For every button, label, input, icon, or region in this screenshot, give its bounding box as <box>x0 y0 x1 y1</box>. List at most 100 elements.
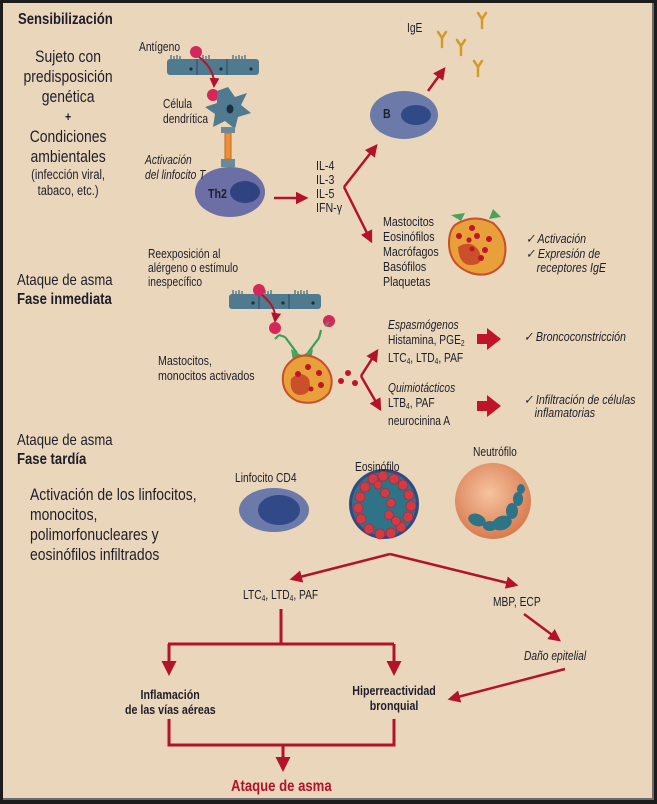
text-fragment: LTB <box>388 395 407 410</box>
cytokine-item: IL-5 <box>316 186 335 201</box>
effector-cell-item: Mastocitos <box>383 214 434 229</box>
text-line: Activación <box>145 153 192 167</box>
t-activation-label: Activación del linfocito T <box>145 153 205 183</box>
subscript: 4 <box>434 357 439 367</box>
cytokine-item: IL-4 <box>316 158 335 173</box>
text-line: Condiciones <box>29 127 107 146</box>
effect-item: Activación <box>537 231 587 246</box>
th2-label: Th2 <box>208 186 227 201</box>
subscript: 4 <box>261 594 266 604</box>
final-outcome-label: Ataque de asma <box>231 778 332 795</box>
late-phase-description: Activación de los linfocitos, monocitos,… <box>30 485 197 565</box>
chemotactics-effect-arrow <box>477 395 501 417</box>
spasmogens-line: LTC4, LTD4, PAF <box>388 351 465 370</box>
antigen-uptake-arrow <box>198 56 220 88</box>
text-fragment: , PAF <box>293 588 319 602</box>
text-line: dendrítica <box>163 112 209 126</box>
bound-allergen-icon <box>269 322 281 334</box>
text-line: monocitos, <box>30 505 98 524</box>
neutrophil-icon <box>455 463 531 539</box>
text-line: Ataque de asma <box>17 272 113 289</box>
neutrophil-label: Neutrófilo <box>473 445 517 459</box>
check-icon: ✓ <box>524 329 533 344</box>
subscript: 2 <box>460 338 465 348</box>
mast-cell-icon <box>447 209 507 276</box>
spasmogens-title: Espasmógenos <box>388 318 459 332</box>
b-cell-label: B <box>383 106 391 121</box>
lipid-mediators-label: LTC4, LTD4, PAF <box>243 589 318 603</box>
text-fragment: Histamina, PGE <box>388 332 461 347</box>
section-title-sensitization: Sensibilización <box>18 11 113 28</box>
plus-sign: + <box>64 109 72 124</box>
text-fragment: LTC <box>243 588 262 602</box>
damage-to-hyperreactivity-arrow <box>447 667 566 703</box>
effector-cell-item: Eosinófilos <box>383 229 435 244</box>
cytokines-to-effectors-arrow <box>342 186 373 244</box>
bronchial-hyperreactivity-label: Hiperreactividad bronquial <box>351 683 437 713</box>
antigen-label: Antígeno <box>139 40 181 54</box>
to-chemotactics-arrow <box>359 375 382 412</box>
text-line: Mastocitos, <box>158 353 212 368</box>
subscript: 4 <box>406 401 410 411</box>
section-title-immediate: Ataque de asma Fase inmediata <box>17 271 113 309</box>
cytokine-item: IFN-γ <box>316 200 343 215</box>
dendritic-cell-label: Célula dendrítica <box>163 97 208 127</box>
text-line: Hiperreactividad <box>352 683 436 698</box>
text-line: ambientales <box>30 147 106 166</box>
spasmogens-effect-arrow <box>477 328 501 350</box>
epithelial-damage-label: Daño epitelial <box>524 649 587 663</box>
antigen-icon <box>190 46 202 58</box>
text-line: Fase inmediata <box>17 291 112 308</box>
text-fragment: LTC <box>388 351 407 366</box>
effector-cell-item: Basófilos <box>383 259 427 274</box>
chemotactics-title: Quimiotácticos <box>388 381 456 395</box>
ige-label: IgE <box>407 21 423 35</box>
text-line: Célula <box>163 97 193 111</box>
text-line: Reexposición al <box>148 247 221 261</box>
chemotactics-line: LTB4, PAF <box>388 396 455 415</box>
text-fragment: , PAF <box>438 351 464 366</box>
text-line: tabaco, etc.) <box>37 183 99 198</box>
chemotactics-block: Quimiotácticos LTB4, PAF neurocinina A <box>388 381 455 429</box>
airway-inflammation-label: Inflamación de las vías aéreas <box>125 687 216 717</box>
effector-cell-item: Macrófagos <box>383 244 439 259</box>
text-line: genética <box>41 87 95 106</box>
eosinophil-icon <box>349 469 419 540</box>
check-icon: ✓ <box>524 392 533 407</box>
allergen-arrow <box>261 294 282 323</box>
effect-item: receptores IgE <box>536 260 606 275</box>
cd4-lymphocyte-label: Linfocito CD4 <box>235 471 297 485</box>
outcome-text: Infiltración de células <box>535 392 636 407</box>
cytokines-to-b-cell-arrow <box>343 144 378 188</box>
spasmogens-block: Espasmógenos Histamina, PGE2 LTC4, LTD4,… <box>388 318 465 370</box>
to-spasmogens-arrow <box>359 348 379 377</box>
text-line: inespecífico <box>148 275 203 289</box>
text-line: monocitos activados <box>158 368 255 383</box>
text-line: Activación de los linfocitos, <box>30 485 197 504</box>
text-line: Inflamación <box>140 687 200 702</box>
text-line: Sujeto con <box>35 47 102 66</box>
epithelium-mid <box>229 290 321 309</box>
diagram-artwork <box>161 11 566 772</box>
outcome-text: inflamatorias <box>534 405 596 420</box>
text-line: alérgeno o estímulo <box>148 261 239 275</box>
text-line: bronquial <box>369 698 419 713</box>
subscript: 4 <box>289 594 294 604</box>
check-icon: ✓ <box>526 231 535 246</box>
text-line: del linfocito T <box>145 168 206 182</box>
subscript: 4 <box>406 357 411 367</box>
text-line: eosinófilos infiltrados <box>30 545 160 564</box>
ltc-split-connector <box>168 609 394 646</box>
cytokine-item: IL-3 <box>316 172 335 187</box>
outcome-infiltration: ✓ Infiltración de células inflamatorias <box>524 393 635 419</box>
chemotactics-line: neurocinina A <box>388 414 451 429</box>
effect-item: Expresión de <box>537 245 601 261</box>
outcome-text: Broncoconstricción <box>535 329 626 344</box>
cells-to-ltc-arrow <box>289 552 391 583</box>
effector-cell-item: Plaquetas <box>383 274 431 289</box>
b-cell-to-ige-arrow <box>426 66 446 92</box>
cells-to-mbp-arrow <box>389 552 519 589</box>
mbp-ecp-label: MBP, ECP <box>493 595 541 609</box>
ige-antibodies-icon <box>436 11 488 78</box>
